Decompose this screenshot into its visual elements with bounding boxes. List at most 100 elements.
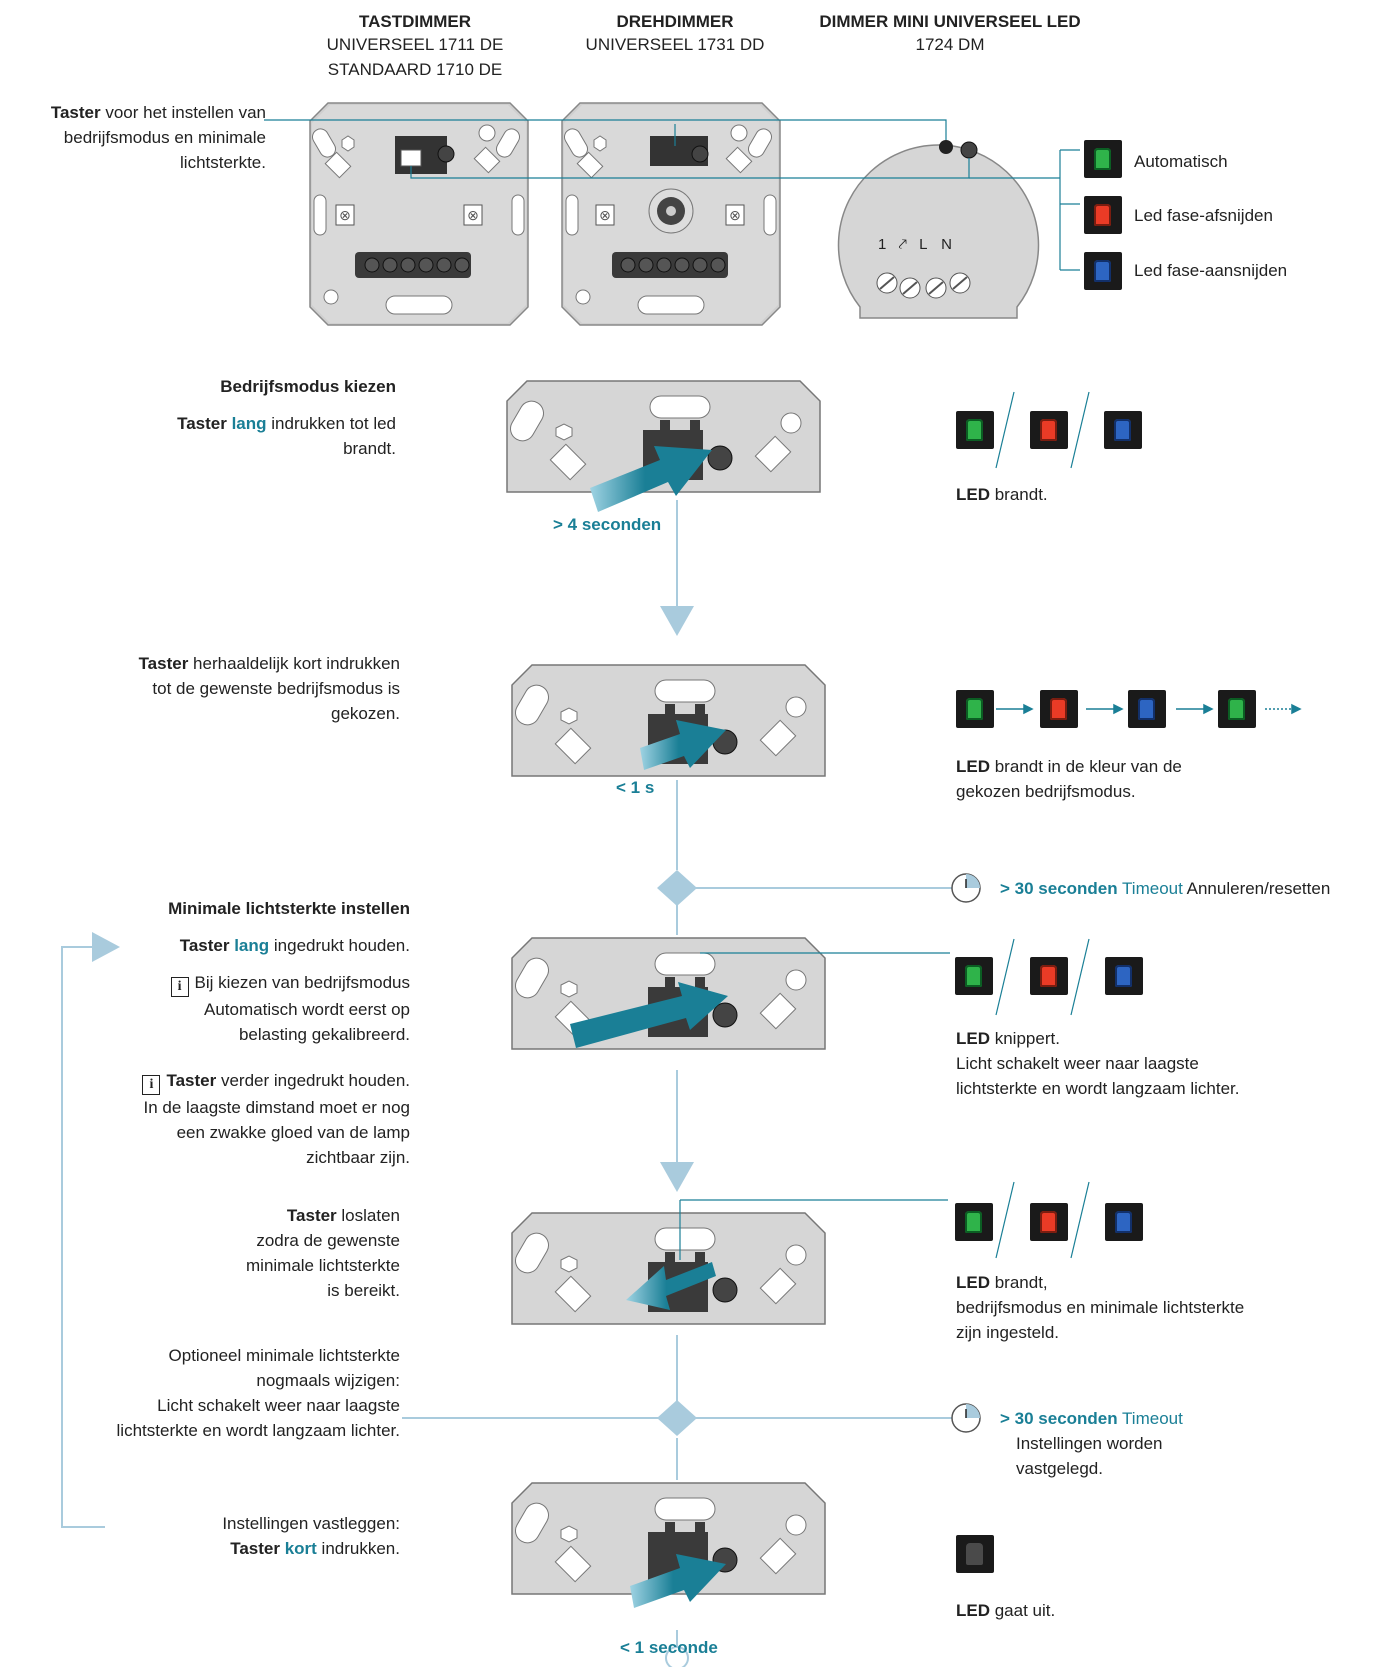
- step3-taster: Taster: [179, 936, 230, 955]
- led-desc: gaat uit.: [990, 1601, 1056, 1620]
- step3-lang: lang: [234, 936, 270, 955]
- led-separators: [995, 391, 1090, 1259]
- timeout2-line3: vastgelegd.: [1016, 1459, 1103, 1478]
- dim-symbol-icon: ⤤: [898, 236, 907, 253]
- press-arrow-short: [640, 720, 726, 770]
- taster-connector-lines: [264, 119, 1080, 271]
- led-desc2: gekozen bedrijfsmodus.: [956, 782, 1136, 801]
- step3-info6: een zwakke gloed van de lamp: [176, 1123, 410, 1142]
- terminal-1: 1: [878, 236, 887, 253]
- led-red-blinking-icon: [1030, 957, 1068, 995]
- terminal-n: N: [941, 236, 952, 253]
- timeout2-line2: Instellingen worden: [1016, 1434, 1163, 1453]
- step1-lang: lang: [231, 414, 267, 433]
- step2-line1: herhaaldelijk kort indrukken: [188, 654, 400, 673]
- step1-text: Bedrijfsmodus kiezen Taster lang indrukk…: [100, 374, 396, 461]
- led-green-icon: [1084, 140, 1122, 178]
- step5-kort: kort: [284, 1539, 317, 1558]
- timeout2-desc: Instellingen worden vastgelegd.: [1016, 1431, 1162, 1481]
- step4-line4: is bereikt.: [327, 1281, 400, 1300]
- terminal-l: L: [919, 236, 927, 253]
- device-line2: STANDAARD 1710 DE: [327, 60, 503, 79]
- tastdimmer-device: ⊗ ⊗: [309, 102, 529, 326]
- led-red-icon: [1030, 411, 1068, 449]
- step2-taster: Taster: [138, 654, 189, 673]
- led-green-icon: [956, 690, 994, 728]
- step1-title: Bedrijfsmodus kiezen: [220, 377, 396, 396]
- step1-led-text: LED brandt.: [956, 482, 1048, 507]
- step1-taster: Taster: [177, 414, 227, 433]
- opt-line4: lichtsterkte en wordt langzaam lichter.: [116, 1421, 400, 1440]
- step5-taster: Taster: [230, 1539, 280, 1558]
- step5-line2: indrukken.: [316, 1539, 400, 1558]
- step2-led-text: LED brandt in de kleur van de gekozen be…: [956, 754, 1182, 804]
- led-red-icon: [1040, 690, 1078, 728]
- step3-info3: belasting gekalibreerd.: [238, 1025, 410, 1044]
- timeout-bold: > 30 seconden: [1000, 879, 1118, 898]
- step1-duration: > 4 seconden: [553, 515, 662, 534]
- press-arrow-short-final: [630, 1554, 726, 1608]
- device-heading-tastdimmer: TASTDIMMER UNIVERSEEL 1711 DE STANDAARD …: [300, 12, 530, 82]
- timer-icon-2: [951, 1403, 981, 1433]
- device-name: DIMMER MINI UNIVERSEEL LED: [819, 12, 1081, 31]
- step4-led-text: LED brandt, bedrijfsmodus en minimale li…: [956, 1270, 1244, 1345]
- step2-line2: tot de gewenste bedrijfsmodus is: [152, 679, 400, 698]
- led-desc: brandt.: [990, 485, 1048, 504]
- opt-line2: nogmaals wijzigen:: [256, 1371, 400, 1390]
- led-desc2: Licht schakelt weer naar laagste: [956, 1054, 1199, 1073]
- led-desc2: bedrijfsmodus en minimale lichtsterkte: [956, 1298, 1245, 1317]
- led-desc3: zijn ingesteld.: [956, 1323, 1060, 1342]
- taster-line1: voor het instellen van: [100, 103, 266, 122]
- info-icon: i: [170, 977, 189, 997]
- led-blue-icon: [1084, 252, 1122, 290]
- step4-line3: minimale lichtsterkte: [246, 1256, 400, 1275]
- drehdimmer-device: ⊗ ⊗: [561, 102, 781, 326]
- step3-info5: In de laagste dimstand moet er nog: [143, 1098, 411, 1117]
- step2-line3: gekozen.: [331, 704, 400, 723]
- mode-label-aansnijden: Led fase-aansnijden: [1134, 261, 1288, 280]
- step5-led-text: LED gaat uit.: [956, 1598, 1055, 1623]
- step3-title: Minimale lichtsterkte instellen: [168, 899, 410, 918]
- timeout1-text: > 30 seconden Timeout Annuleren/resetten: [1000, 876, 1386, 901]
- press-arrow-long: [590, 446, 712, 512]
- opt-line1: Optioneel minimale lichtsterkte: [168, 1346, 400, 1365]
- terminal-labels: 1 ⤤ L N: [878, 232, 1018, 257]
- led-bold: LED: [956, 1029, 990, 1048]
- press-arrow-hold: [570, 982, 728, 1048]
- opt-line3: Licht schakelt weer naar laagste: [157, 1396, 400, 1415]
- info-icon: i: [142, 1075, 161, 1095]
- device-heading-drehdimmer: DREHDIMMER UNIVERSEEL 1731 DD: [560, 12, 790, 57]
- step3-led-text: LED knippert. Licht schakelt weer naar l…: [956, 1026, 1239, 1101]
- device-line1: UNIVERSEEL 1731 DD: [585, 35, 765, 54]
- step1-line1: indrukken tot led: [266, 414, 396, 433]
- led-blue-icon: [1128, 690, 1166, 728]
- led-pointer-lines: [679, 952, 950, 1260]
- step3-info1: Bij kiezen van bedrijfsmodus: [194, 973, 410, 992]
- led-green-icon: [1218, 690, 1256, 728]
- svg-text:⊗: ⊗: [467, 207, 479, 223]
- taster-line2: bedrijfsmodus en minimale: [63, 128, 266, 147]
- svg-text:⊗: ⊗: [599, 207, 611, 223]
- svg-text:⊗: ⊗: [729, 207, 741, 223]
- timeout-label: Timeout: [1117, 1409, 1183, 1428]
- step3-info4: verder ingedrukt houden.: [216, 1071, 410, 1090]
- taster-label: Taster voor het instellen van bedrijfsmo…: [10, 100, 266, 175]
- led-desc3: lichtsterkte en wordt langzaam lichter.: [956, 1079, 1240, 1098]
- timer-icon-1: [951, 873, 981, 903]
- led-bold: LED: [956, 485, 990, 504]
- timeout-action: Annuleren/resetten: [1182, 879, 1331, 898]
- led-green-icon: [955, 1203, 993, 1241]
- step-device-panels: [506, 380, 826, 1595]
- led-bold: LED: [956, 757, 990, 776]
- led-red-icon: [1084, 196, 1122, 234]
- taster-line3: lichtsterkte.: [180, 153, 266, 172]
- taster-bold: Taster: [50, 103, 101, 122]
- flow-arrowheads: [92, 606, 697, 1436]
- step5-duration: < 1 seconde: [620, 1638, 718, 1657]
- flow-lines: [61, 500, 952, 1650]
- led-blue-blinking-icon: [1105, 957, 1143, 995]
- led-green-icon: [956, 411, 994, 449]
- led-desc1: knippert.: [990, 1029, 1060, 1048]
